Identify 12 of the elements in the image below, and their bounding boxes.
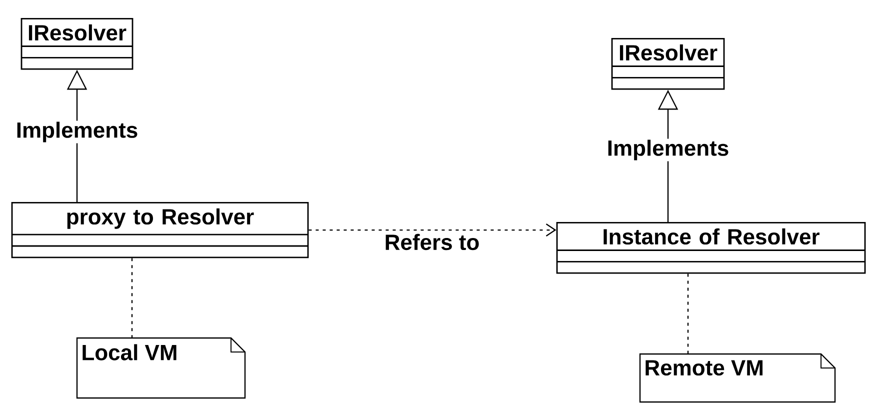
connector-line — [131, 258, 133, 338]
class-box: proxy to Resolver — [11, 202, 309, 258]
edge-label: Implements — [14, 120, 140, 144]
connector-line — [687, 274, 689, 354]
class-box: Instance of Resolver — [556, 222, 866, 274]
edge-label: Refers to — [383, 232, 481, 252]
class-box: IResolver — [20, 18, 134, 70]
arrow — [308, 224, 556, 237]
note-box: Local VM — [76, 337, 246, 399]
class-box: IResolver — [611, 38, 725, 90]
edge-label: Implements — [606, 138, 730, 162]
note-box: Remote VM — [639, 353, 836, 403]
